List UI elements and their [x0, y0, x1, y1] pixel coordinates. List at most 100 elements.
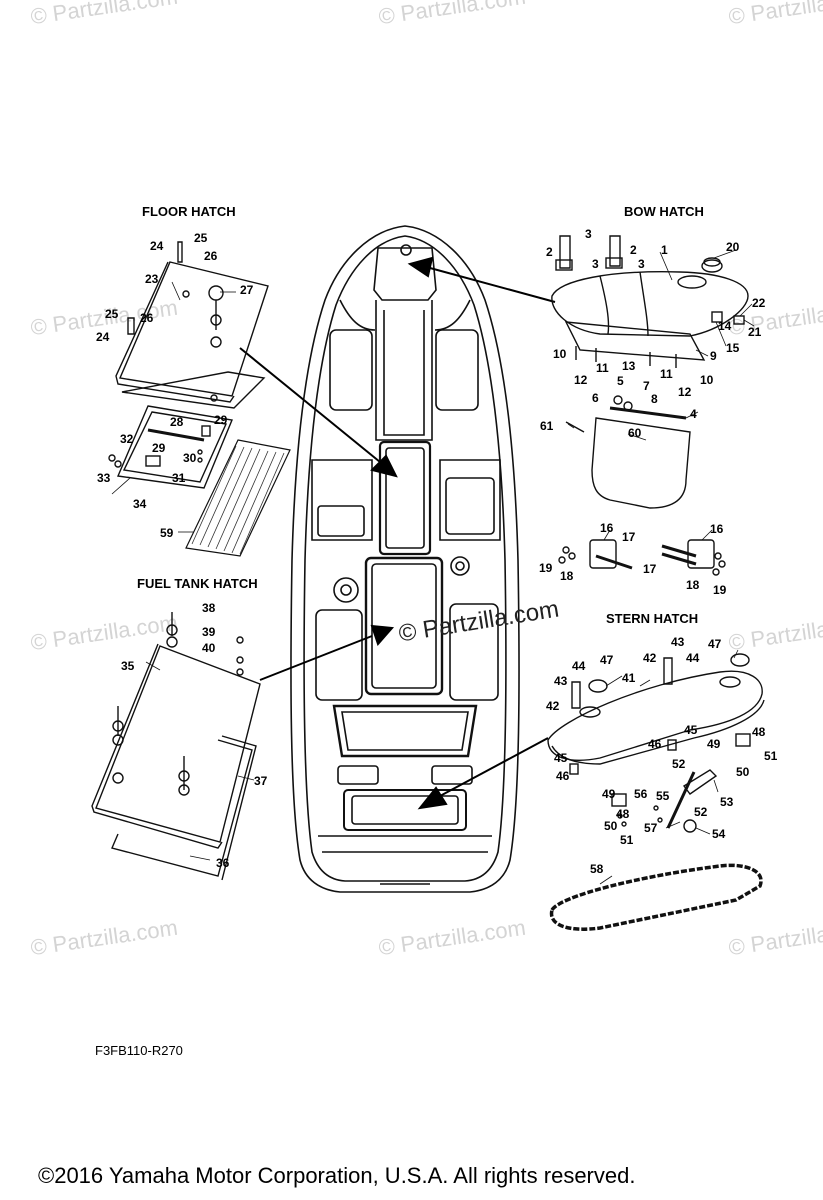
part-number: 35	[121, 659, 135, 673]
part-number: 3	[638, 257, 645, 271]
part-number: 44	[572, 659, 586, 673]
copyright-notice: ©2016 Yamaha Motor Corporation, U.S.A. A…	[38, 1163, 636, 1188]
part-number: 13	[622, 359, 636, 373]
part-number: 33	[97, 471, 111, 485]
part-number: 2	[630, 243, 637, 257]
stern-hatch-title: STERN HATCH	[606, 611, 699, 626]
hinge-assemblies	[558, 539, 726, 576]
part-number: 8	[651, 392, 658, 406]
part-number: 24	[150, 239, 164, 253]
part-number: 1	[661, 243, 668, 257]
part-number: 16	[710, 522, 724, 536]
part-number: 41	[622, 671, 636, 685]
part-number-labels: 1 2 2 3 3 3 4 5 6 7 8 9 10 10 11 11 12 1…	[96, 227, 778, 876]
part-number: 60	[628, 426, 642, 440]
part-number: 22	[752, 296, 766, 310]
part-number: 2	[546, 245, 553, 259]
part-number: 6	[592, 391, 599, 405]
part-number: 12	[574, 373, 588, 387]
part-number: 46	[556, 769, 570, 783]
part-number: 3	[585, 227, 592, 241]
part-number: 7	[643, 379, 650, 393]
part-number: 21	[748, 325, 762, 339]
part-number: 45	[554, 751, 568, 765]
part-number: 26	[204, 249, 218, 263]
part-number: 37	[254, 774, 268, 788]
part-number: 10	[553, 347, 567, 361]
part-number: 47	[600, 653, 614, 667]
part-number: 58	[590, 862, 604, 876]
part-number: 17	[643, 562, 657, 576]
part-number: 19	[713, 583, 727, 597]
part-number: 51	[620, 833, 634, 847]
seal-58	[549, 863, 763, 931]
part-number: 48	[752, 725, 766, 739]
mat-59	[185, 439, 291, 557]
part-number: 32	[120, 432, 134, 446]
part-number: 18	[686, 578, 700, 592]
part-number: 5	[617, 374, 624, 388]
fuel-tank-hatch-parts	[91, 612, 261, 881]
part-number: 59	[160, 526, 174, 540]
boat-hull	[290, 225, 520, 893]
part-number: 40	[202, 641, 216, 655]
part-number: 16	[600, 521, 614, 535]
part-number: 39	[202, 625, 216, 639]
part-number: 12	[678, 385, 692, 399]
diagram-code: F3FB110-R270	[95, 1043, 183, 1058]
part-number: 17	[622, 530, 636, 544]
part-number: 29	[152, 441, 166, 455]
part-number: 10	[700, 373, 714, 387]
part-number: 4	[690, 407, 697, 421]
part-number: 50	[736, 765, 750, 779]
part-number: 30	[183, 451, 197, 465]
part-number: 43	[554, 674, 568, 688]
part-number: 61	[540, 419, 554, 433]
part-number: 57	[644, 821, 658, 835]
part-number: 42	[643, 651, 657, 665]
part-number: 25	[194, 231, 208, 245]
part-number: 20	[726, 240, 740, 254]
part-number: 42	[546, 699, 560, 713]
leader-lines	[111, 249, 755, 885]
part-number: 15	[726, 341, 740, 355]
part-number: 36	[216, 856, 230, 870]
part-number: 44	[686, 651, 700, 665]
part-number: 34	[133, 497, 147, 511]
part-number: 45	[684, 723, 698, 737]
part-number: 38	[202, 601, 216, 615]
part-number: 43	[671, 635, 685, 649]
part-number: 31	[172, 471, 186, 485]
part-number: 46	[648, 737, 662, 751]
part-number: 50	[604, 819, 618, 833]
floor-hatch-parts	[108, 241, 269, 489]
floor-hatch-title: FLOOR HATCH	[142, 204, 236, 219]
part-number: 24	[96, 330, 110, 344]
fuel-tank-hatch-title: FUEL TANK HATCH	[137, 576, 258, 591]
part-number: 14	[718, 319, 732, 333]
part-number: 52	[694, 805, 708, 819]
part-number: 55	[656, 789, 670, 803]
part-number: 19	[539, 561, 553, 575]
bow-hatch-title: BOW HATCH	[624, 204, 704, 219]
part-number: 27	[240, 283, 254, 297]
part-number: 47	[708, 637, 722, 651]
part-number: 49	[602, 787, 616, 801]
part-number: 53	[720, 795, 734, 809]
part-number: 49	[707, 737, 721, 751]
part-number: 11	[660, 367, 673, 381]
part-number: 48	[616, 807, 630, 821]
stern-hatch-parts	[547, 653, 765, 833]
bow-hatch-parts	[551, 235, 749, 509]
part-number: 28	[170, 415, 184, 429]
part-number: 56	[634, 787, 648, 801]
part-number: 23	[145, 272, 159, 286]
callout-arrows	[239, 256, 556, 810]
part-number: 9	[710, 349, 717, 363]
part-number: 18	[560, 569, 574, 583]
part-number: 51	[764, 749, 778, 763]
part-number: 52	[672, 757, 686, 771]
part-number: 54	[712, 827, 726, 841]
part-number: 25	[105, 307, 119, 321]
